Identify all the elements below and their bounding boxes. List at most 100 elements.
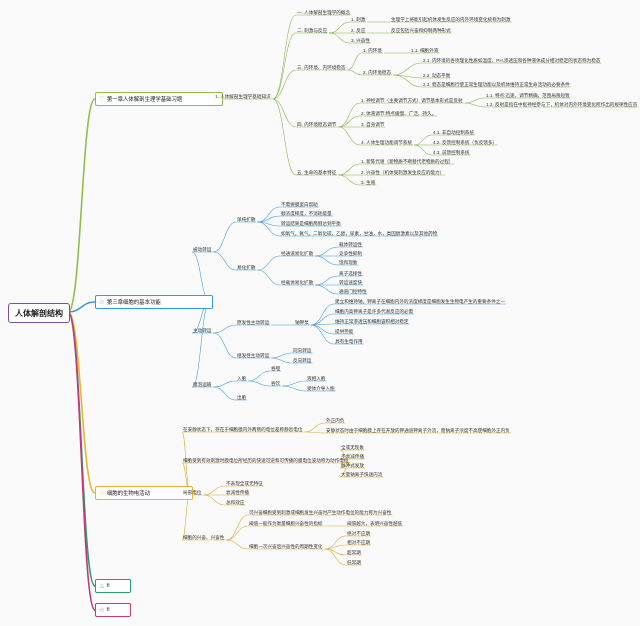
leaf-node[interactable]: 可兴奋细胞受到刺激或细胞发生兴奋时产生动作电位的能力称为兴奋性 [249,510,392,515]
section-node[interactable]: 膜泡运输 [193,382,212,387]
topic-node[interactable]: 原发性主动转运 [237,320,270,325]
leaf-node[interactable]: 反向转运 [293,358,312,363]
leaf-node[interactable]: 4.2. 反馈控制系统（负反馈多） [433,140,498,145]
topic-node[interactable]: 4. 人体生理功能调节系统 [361,140,413,145]
branch-connector [257,215,281,223]
topic-node[interactable]: 一. 人体解剖生理学的概念 [297,10,351,15]
leaf-node[interactable]: 3. 兴奋性 [351,38,370,43]
leaf-node[interactable]: 2. 兴奋性（机体受刺激发生反应的能力） [361,170,445,175]
chapter-label: 第一章人体解剖生理学基础习题 [106,97,183,103]
topic-node[interactable]: 钠钾泵 [295,320,309,325]
leaf-node[interactable]: 转运速度快 [339,280,362,285]
chapter-connector [67,311,96,611]
leaf-node[interactable]: 2.2. 动态平衡 [423,73,451,78]
leaf-node[interactable]: 提供势能 [335,329,354,334]
leaf-node[interactable]: 相对不应期 [347,540,370,545]
leaf-node[interactable]: 液相入胞 [307,376,326,381]
topic-node[interactable]: 继发性主动转运 [237,353,270,358]
branch-connector [181,492,191,541]
leaf-node[interactable]: 离子选择性 [339,271,362,276]
topic-node[interactable]: 1. 内环境 [363,48,382,53]
leaf-node[interactable]: 3. 自身调节 [361,122,385,127]
leaf-node[interactable]: 建立和维持钠，钾离子在细胞内外的浓度梯度是细胞发生生物电产生的重要条件之一 [335,299,505,304]
leaf-node[interactable]: 1.1. 特点:迅速，调节精确，范围局限短暂 [486,93,570,98]
topic-node[interactable]: 单纯扩散 [237,217,256,222]
leaf-node[interactable]: 生理学上将能引起机体发生反应的内外环境变化统称为刺激 [391,17,511,22]
leaf-node[interactable]: 反应包括兴奋和抑制两种形式 [391,28,451,33]
branch-connector [315,255,339,266]
section-node[interactable]: 在安静状态下，存在于细胞膜内外两侧的电位差称静息电位 [183,427,303,432]
leaf-node[interactable]: 饱和现象 [339,260,358,265]
leaf-node[interactable]: 脉冲式发放 [341,463,364,468]
leaf-node[interactable]: 1.2. 反射是指在中枢神经参与下，机体对内外环境变化所作出的规律性应答 [486,102,638,107]
branch-connector [226,525,249,541]
branch-connector [203,494,226,506]
leaf-node[interactable]: 2.3. 稳态是细胞行使正常生理功能以及机体维持正常生命活动的必要条件 [423,82,570,87]
section-node[interactable]: 细胞受到有效刺激时膜电位所经历的快速可逆和可传播的膜电位波动称为动作电位 [183,458,349,463]
leaf-node[interactable]: 通道门控特性 [339,289,367,294]
chapter-node-2[interactable]: ☆第三章细胞的基本功能 [95,295,213,309]
leaf-node[interactable]: 载体转运性 [339,242,362,247]
topic-node[interactable]: 四. 内环境稳态调节 [297,122,337,127]
topic-node[interactable]: 经通道易化扩散 [281,251,314,256]
leaf-node[interactable]: 转运结果是细胞两侧达到平衡 [281,221,341,226]
leaf-node[interactable]: 绝对不应期 [347,531,370,536]
topic-node[interactable]: 2. 内环境稳态 [363,70,392,75]
leaf-node[interactable]: 外正内负 [326,418,345,423]
leaf-node[interactable]: 维持正常渗透压和细胞容积相对稳定 [335,319,409,324]
topic-node[interactable]: 阈值一般作为衡量细胞兴奋性的指标 [249,521,323,526]
leaf-node[interactable]: 4.1. 非自动控制系统 [433,130,475,135]
leaf-node[interactable]: 2.1. 内环境的各项理化性质如温度、PH,渗透压和各种液体成分相对稳定的状态称… [423,58,601,63]
leaf-node[interactable]: 安静状态时由于细胞膜上存在开放的钾通道钾离子外流，而钠离子浓度不高使细胞外正内负 [326,428,510,433]
section-node[interactable]: 1. 人体解剖生理学基础知识 [215,94,271,99]
chapter-label: 第三章细胞的基本功能 [106,300,161,306]
branch-connector [310,313,335,326]
leaf-node[interactable]: 细胞内高钾离子是许多代谢反应的必需 [335,309,414,314]
root-node[interactable]: 人体解剖结构 [8,303,70,323]
branch-connector [248,380,271,387]
leaf-node[interactable]: 低常期 [347,560,361,565]
leaf-node[interactable]: 不表现全或无特征 [226,481,263,486]
leaf-node[interactable]: 1.1. 细胞外液 [411,48,439,53]
topic-node[interactable]: 经载体易化扩散 [281,280,314,285]
leaf-node[interactable]: 具有生电作用 [335,339,363,344]
chapter-node-5[interactable]: ☆fi [95,603,131,617]
leaf-node[interactable]: 超常期 [347,550,361,555]
section-node[interactable]: 细胞的兴奋、兴奋性 [183,535,225,540]
topic-node[interactable]: 入胞 [237,376,247,381]
topic-node[interactable]: 易化扩散 [237,265,256,270]
section-node[interactable]: 局部电位 [183,490,202,495]
topic-node[interactable]: 五. 生命的基本特征 [297,170,337,175]
leaf-node[interactable]: 大量钠离子快速内流 [341,472,383,477]
topic-node[interactable]: 二. 刺激与反应 [297,28,328,33]
leaf-node[interactable]: 竞争性抑制 [339,251,362,256]
branch-connector [338,102,361,128]
topic-node[interactable]: 细胞一次兴奋后兴奋性的周期性变化 [249,544,323,549]
leaf-node[interactable]: 同向转运 [293,348,312,353]
chapter-node-1[interactable]: ♡第一章人体解剖生理学基础习题 [95,92,223,106]
leaf-node[interactable]: 吞噬 [271,366,281,371]
chapter-node-4[interactable]: ♨fi [95,579,131,593]
topic-node[interactable]: 1. 刺激 [351,17,366,22]
leaf-node[interactable]: 出胞 [237,395,247,400]
topic-node[interactable]: 2. 反应 [351,28,366,33]
leaf-node[interactable]: 3. 生殖 [361,180,376,185]
topic-node[interactable]: 1. 神经调节（主要调节方式）调节基本形式是反射 [361,98,463,103]
leaf-node[interactable]: 不衰减传播 [341,454,364,459]
topic-node[interactable]: 吞饮 [271,381,281,386]
topic-node[interactable]: 三. 内环境、内环境稳态 [297,65,346,70]
leaf-node[interactable]: 4.3. 前馈控制系统 [433,150,470,155]
section-node[interactable]: 被动转运 [193,247,212,252]
section-node[interactable]: 主动转运 [193,328,212,333]
leaf-node[interactable]: 受体介导入胞 [307,386,335,391]
leaf-node[interactable]: 阈值越大，表明兴奋性越低 [347,521,403,526]
leaf-node[interactable]: 总和效应 [226,500,245,505]
leaf-node[interactable]: 全或无现象 [341,445,364,450]
chapter-node-3[interactable]: ☆细胞的生物电活动 [95,486,193,500]
leaf-node[interactable]: 顺浓度梯度，不消耗能量 [281,211,332,216]
leaf-node[interactable]: 2. 体液调节:特点缓慢、广泛、持久。 [361,111,437,116]
leaf-node[interactable]: 衰减性传播 [226,490,249,495]
leaf-node[interactable]: 如氧气，氮气，二氧化碳，乙醇，尿素，甘油，水，类固醇激素以及其他药物 [281,231,438,236]
leaf-node[interactable]: 1. 新陈代谢（新物质不断替代老物质的过程） [361,159,454,164]
leaf-node[interactable]: 不需要膜蛋白帮助 [281,202,318,207]
